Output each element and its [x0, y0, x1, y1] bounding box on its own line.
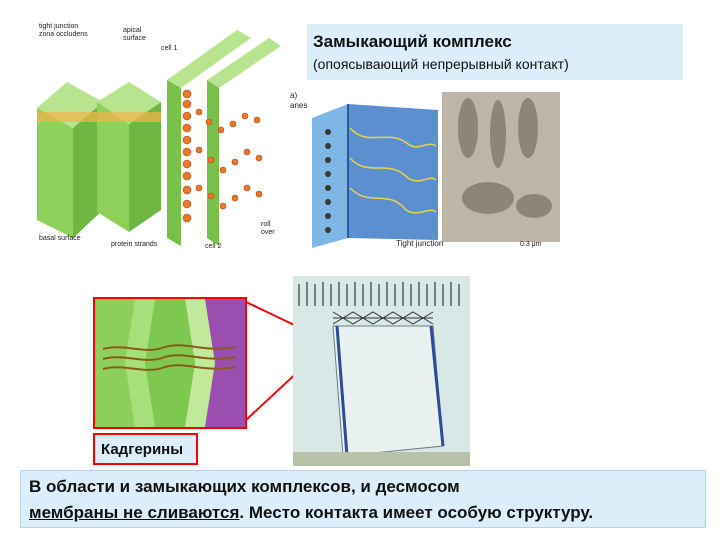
strand-beads	[325, 129, 331, 233]
label-protein-strands: protein strands	[111, 241, 158, 248]
label-tight-junction: tight junction	[39, 23, 78, 30]
label-cell2: cell 2	[205, 243, 221, 250]
junction-strands	[349, 127, 437, 214]
label-part-a: a)	[290, 91, 297, 100]
cell-column-diagram	[293, 276, 470, 466]
label-basal-surface: basal surface	[39, 235, 81, 242]
label-roll: roll	[261, 221, 271, 228]
bottom-line-2: мембраны не сливаются. Место контакта им…	[29, 503, 593, 523]
label-scale: 0.3 μm	[520, 241, 542, 248]
bottom-line-1: В области и замыкающих комплексов, и дес…	[29, 477, 460, 496]
em-texture	[458, 98, 552, 218]
microvilli	[298, 282, 460, 306]
label-over: over	[261, 229, 275, 236]
freeze-fracture-svg: a) anes Tight junction 0.3 μm	[290, 91, 560, 248]
cadherin-molecules	[102, 344, 236, 371]
cadherin-closeup	[93, 297, 247, 429]
bottom-rest: . Место контакта имеет особую структуру.	[239, 503, 594, 522]
label-surface: surface	[123, 35, 146, 42]
protein-strand-beads	[182, 89, 263, 223]
tight-junction-diagram-svg: tight junction zona occludens apical sur…	[37, 23, 281, 250]
junction-mesh	[332, 311, 434, 325]
cadherin-caption-box: Кадгерины	[93, 433, 198, 465]
cadherin-closeup-svg	[95, 299, 245, 427]
label-tight-junction-b: Tight junction	[396, 239, 443, 248]
bottom-underlined: мембраны не сливаются	[29, 503, 240, 522]
slide-subtitle: (опоясывающий непрерывный контакт)	[313, 56, 569, 72]
label-anes: anes	[290, 101, 307, 110]
cadherin-caption: Кадгерины	[101, 441, 184, 458]
cell-column-svg	[293, 276, 470, 466]
slide-title: Замыкающий комплекс	[313, 32, 512, 51]
label-zona-occludens: zona occludens	[39, 31, 88, 38]
freeze-fracture-figure: a) anes Tight junction 0.3 μm	[288, 88, 563, 251]
label-cell1: cell 1	[161, 45, 177, 52]
tight-junction-diagram: tight junction zona occludens apical sur…	[37, 20, 283, 252]
title-box: Замыкающий комплекс (опоясывающий непрер…	[307, 24, 683, 80]
label-apical: apical	[123, 27, 142, 34]
bottom-text-box: В области и замыкающих комплексов, и дес…	[20, 470, 706, 528]
